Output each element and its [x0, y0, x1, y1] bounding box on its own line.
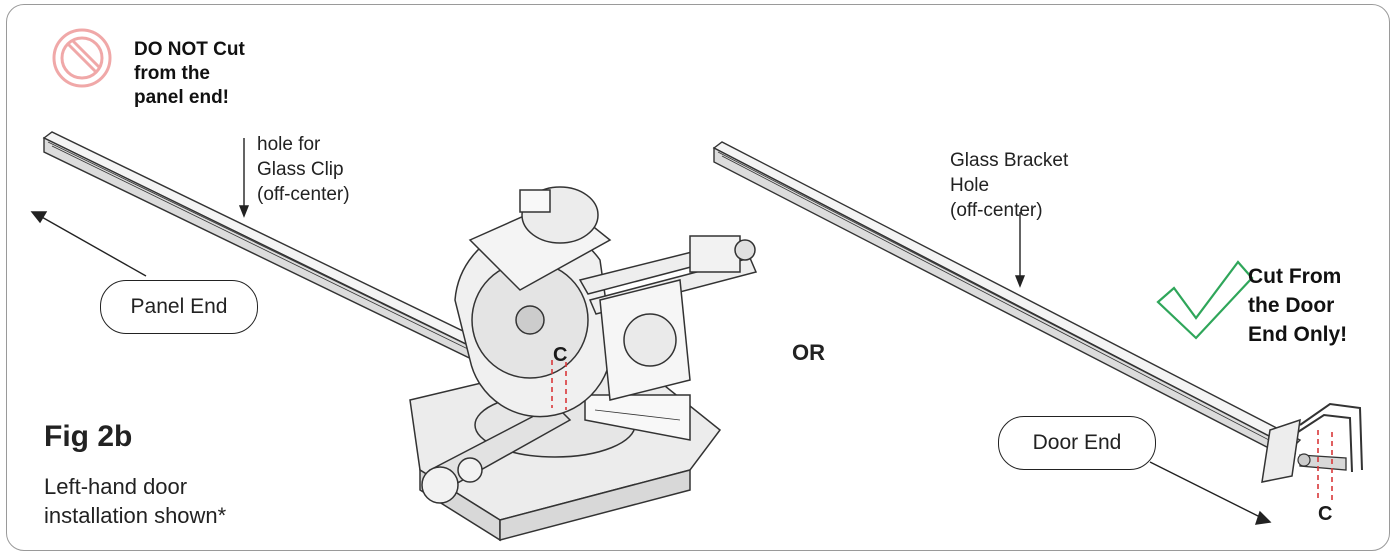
warning-text: DO NOT Cut from the panel end!	[134, 39, 245, 108]
glass-bracket-arrow	[1014, 212, 1026, 288]
saw-cut-line	[551, 360, 567, 410]
glass-clip-arrow	[238, 138, 250, 218]
miter-saw-illustration	[409, 186, 758, 542]
prohibited-icon	[52, 28, 112, 88]
door-end-arrow	[1149, 461, 1272, 525]
panel-end-label: Panel End	[100, 280, 258, 334]
door-cut-marker: C	[1318, 503, 1333, 525]
cut-door-end-text: Cut From the Door End Only!	[1248, 265, 1348, 346]
glass-bracket-hole-label: Glass Bracket Hole (off-center)	[950, 150, 1069, 221]
figure-title: Fig 2b	[44, 420, 133, 453]
figure-caption: Left-hand door installation shown*	[44, 474, 227, 528]
door-end-label: Door End	[998, 416, 1156, 470]
checkmark-icon	[1156, 260, 1254, 340]
right-rail	[712, 141, 1302, 462]
panel-end-arrow	[30, 211, 147, 277]
saw-cut-marker: C	[553, 344, 568, 366]
door-cut-line	[1317, 430, 1333, 500]
hacksaw-illustration	[1261, 402, 1363, 483]
glass-clip-hole-label: hole for Glass Clip (off-center)	[257, 134, 350, 205]
or-separator: OR	[792, 340, 825, 365]
